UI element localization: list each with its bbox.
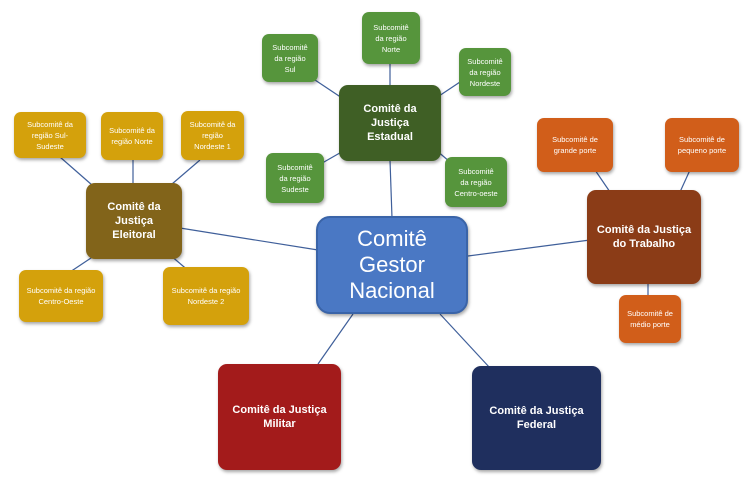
comite-estadual-node: Comitê da Justiça Estadual [339, 85, 441, 161]
eleitoral-sub-nordeste1-node: Subcomitê da região Nordeste 1 [181, 111, 244, 160]
estadual-sub-label: Subcomitê da região Norte [373, 22, 409, 54]
trabalho-sub-label: Subcomitê de grande porte [552, 135, 598, 155]
comite-gestor-nacional-node: Comitê Gestor Nacional [316, 216, 468, 314]
eleitoral-sub-centro-oeste-node: Subcomitê da região Centro-Oeste [19, 270, 103, 322]
estadual-sub-label: Subcomitê da região Nordeste [467, 56, 503, 88]
link-trabalho-sub2 [679, 169, 691, 193]
comite-federal-label: Comitê da Justiça Federal [489, 405, 584, 431]
estadual-sub-sudeste-node: Subcomitê da região Sudeste [266, 153, 324, 203]
eleitoral-sub-sul-sudeste-node: Subcomitê da região Sul- Sudeste [14, 112, 86, 158]
comite-eleitoral-node: Comitê da Justiça Eleitoral [86, 183, 182, 259]
estadual-sub-label: Subcomitê da região Centro-oeste [454, 166, 498, 198]
comite-trabalho-label: Comitê da Justiça do Trabalho [596, 224, 692, 250]
eleitoral-sub-nordeste2-node: Subcomitê da região Nordeste 2 [163, 267, 249, 325]
estadual-sub-sul-node: Subcomitê da região Sul [262, 34, 318, 82]
trabalho-sub-label: Subcomitê de pequeno porte [677, 135, 727, 155]
eleitoral-sub-label: Subcomitê da região Norte [109, 126, 155, 146]
estadual-sub-label: Subcomitê da região Sudeste [277, 162, 313, 194]
comite-estadual-label: Comitê da Justiça Estadual [363, 103, 417, 143]
link-center-federal [439, 313, 491, 369]
comite-militar-node: Comitê da Justiça Militar [218, 364, 341, 470]
comite-eleitoral-label: Comitê da Justiça Eleitoral [107, 201, 161, 241]
eleitoral-sub-label: Subcomitê da região Nordeste 2 [171, 286, 241, 306]
comite-gestor-nacional-label: Comitê Gestor Nacional [349, 226, 435, 303]
trabalho-sub-label: Subcomitê de médio porte [627, 309, 673, 329]
link-trabalho-sub1 [594, 169, 611, 193]
trabalho-sub-grande-porte-node: Subcomitê de grande porte [537, 118, 613, 172]
estadual-sub-centro-oeste-node: Subcomitê da região Centro-oeste [445, 157, 507, 207]
eleitoral-sub-label: Subcomitê da região Sul- Sudeste [27, 119, 73, 151]
estadual-sub-nordeste-node: Subcomitê da região Nordeste [459, 48, 511, 96]
trabalho-sub-pequeno-porte-node: Subcomitê de pequeno porte [665, 118, 739, 172]
estadual-sub-norte-node: Subcomitê da região Norte [362, 12, 420, 64]
link-center-estadual [389, 159, 393, 219]
eleitoral-sub-label: Subcomitê da região Centro-Oeste [26, 286, 96, 306]
link-center-militar [317, 313, 354, 365]
comite-trabalho-node: Comitê da Justiça do Trabalho [587, 190, 701, 284]
eleitoral-sub-label: Subcomitê da região Nordeste 1 [189, 120, 236, 151]
comite-militar-label: Comitê da Justiça Militar [232, 404, 327, 430]
estadual-sub-label: Subcomitê da região Sul [272, 42, 308, 74]
link-center-eleitoral [179, 227, 319, 251]
link-center-trabalho [467, 239, 591, 257]
trabalho-sub-medio-porte-node: Subcomitê de médio porte [619, 295, 681, 343]
comite-federal-node: Comitê da Justiça Federal [472, 366, 601, 470]
eleitoral-sub-norte-node: Subcomitê da região Norte [101, 112, 163, 160]
